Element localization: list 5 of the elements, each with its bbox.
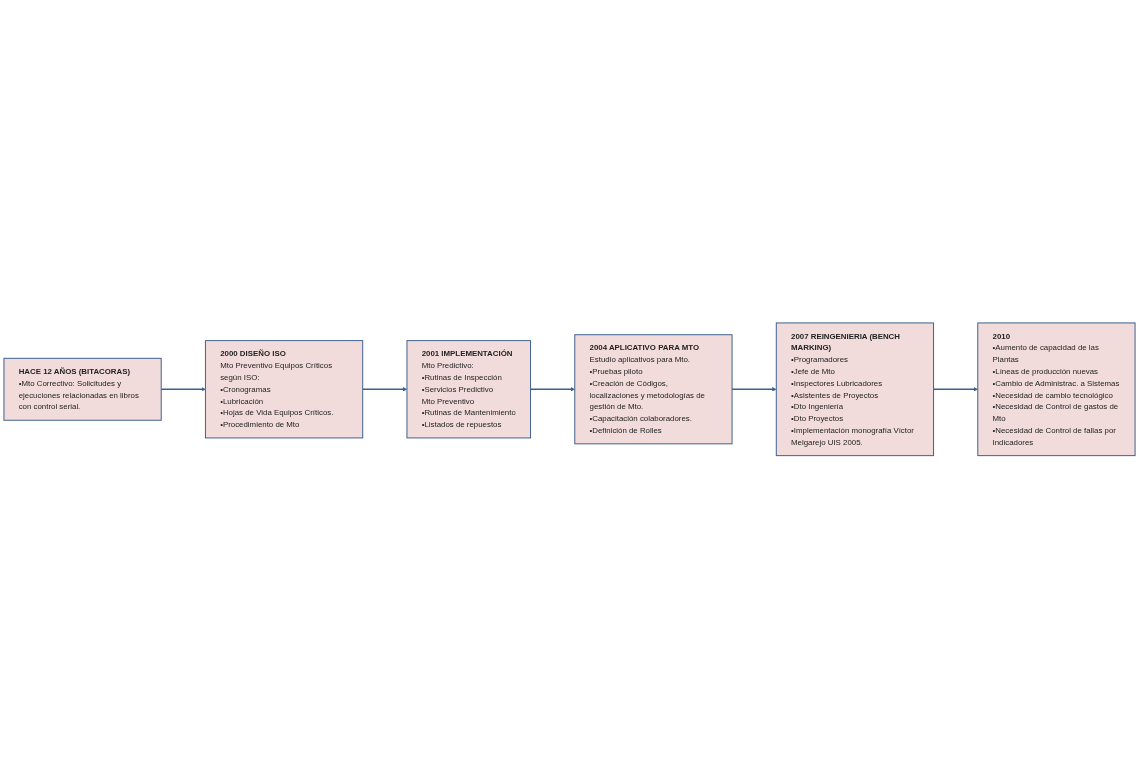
arrow — [932, 386, 978, 392]
arrow — [731, 386, 777, 392]
arrow — [160, 386, 206, 392]
arrow — [529, 386, 575, 392]
arrow — [361, 386, 408, 392]
